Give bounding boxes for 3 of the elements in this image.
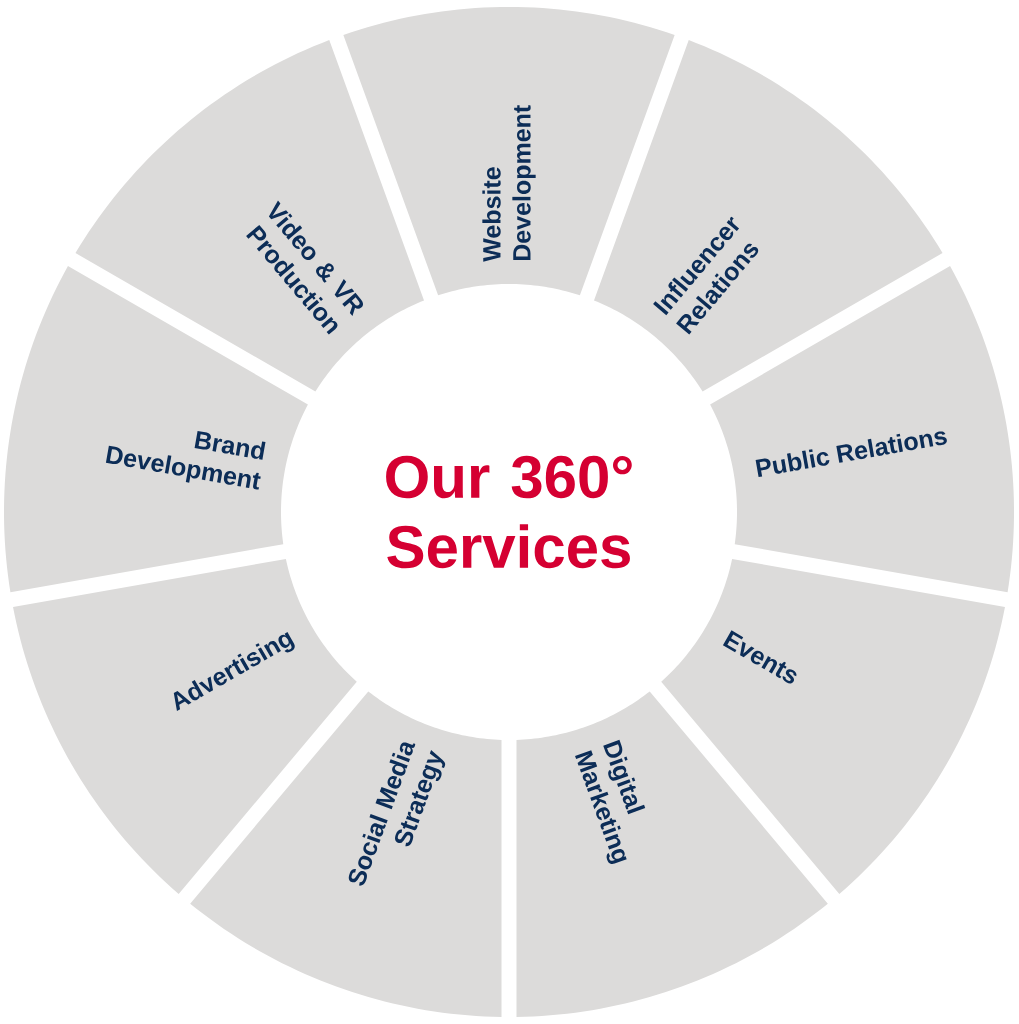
node-label: Public Relations (755, 431, 947, 478)
node-label: Website Development (482, 105, 536, 262)
center-title: Our 360° Services (386, 455, 632, 569)
